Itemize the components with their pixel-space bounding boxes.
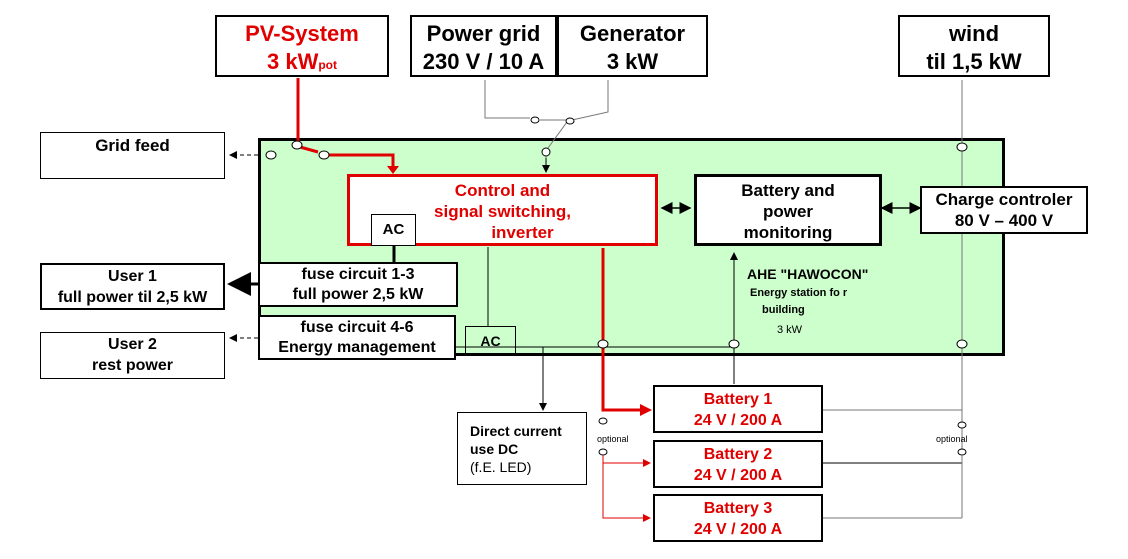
battery-2-box: Battery 2 24 V / 200 A — [653, 440, 823, 488]
station-desc1: Energy station fo r — [750, 287, 848, 299]
ac-inverter-bottom: AC — [465, 326, 516, 356]
grid-feed-box: Grid feed — [40, 132, 225, 179]
pv-title: PV-System — [245, 21, 359, 46]
pv-subscript: pot — [318, 58, 337, 72]
monitor-line3: monitoring — [743, 223, 833, 242]
station-desc2: building — [762, 304, 805, 316]
user1-title: User 1 — [108, 268, 157, 285]
battery2-spec: 24 V / 200 A — [693, 467, 783, 484]
battery3-spec: 24 V / 200 A — [693, 521, 783, 538]
battery3-name: Battery 3 — [703, 500, 773, 517]
power-grid-box: Power grid 230 V / 10 A — [410, 15, 557, 77]
pv-system-box: PV-System 3 kWpot — [215, 15, 389, 77]
dc-line2: use DC — [470, 441, 519, 457]
fuse2-title: fuse circuit 4-6 — [300, 319, 414, 336]
generator-box: Generator 3 kW — [557, 15, 708, 77]
battery-1-box: Battery 1 24 V / 200 A — [653, 385, 823, 433]
grid-title: Power grid — [426, 21, 541, 46]
dc-line3: (f.E. LED) — [470, 459, 532, 475]
fuse-circuit-1-box: fuse circuit 1-3 full power 2,5 kW — [258, 262, 458, 307]
fuse2-spec: Energy management — [278, 339, 436, 356]
control-line2: signal switching, — [434, 202, 571, 221]
monitor-line1: Battery and — [741, 181, 835, 200]
user-1-box: User 1 full power til 2,5 kW — [40, 263, 225, 310]
fuse1-spec: full power 2,5 kW — [292, 286, 424, 303]
battery-3-box: Battery 3 24 V / 200 A — [653, 494, 823, 542]
charge-title: Charge controler — [935, 190, 1073, 209]
monitor-line2: power — [762, 202, 814, 221]
ac-inverter-top: AC — [371, 214, 416, 246]
pv-power: 3 kW — [266, 49, 319, 74]
battery1-name: Battery 1 — [703, 391, 773, 408]
wind-spec: til 1,5 kW — [926, 49, 1022, 74]
optional-label-right: optional — [936, 434, 968, 444]
battery-monitoring-box: Battery and power monitoring — [694, 174, 882, 246]
dc-line1: Direct current — [470, 423, 562, 439]
user1-spec: full power til 2,5 kW — [57, 289, 208, 306]
control-line3: inverter — [491, 223, 554, 242]
wind-box: wind til 1,5 kW — [898, 15, 1050, 77]
optional-label-left: optional — [597, 434, 629, 444]
control-line1: Control and — [454, 181, 551, 200]
wind-title: wind — [948, 21, 1000, 46]
generator-title: Generator — [579, 21, 686, 46]
charge-controller-box: Charge controler 80 V – 400 V — [920, 186, 1088, 234]
generator-spec: 3 kW — [606, 49, 659, 74]
fuse1-title: fuse circuit 1-3 — [301, 266, 415, 283]
fuse-circuit-2-box: fuse circuit 4-6 Energy management — [258, 315, 456, 360]
user2-spec: rest power — [92, 357, 173, 374]
user-2-box: User 2 rest power — [40, 332, 225, 379]
dc-use-box: Direct current use DC (f.E. LED) — [457, 412, 587, 485]
station-power: 3 kW — [777, 324, 803, 336]
charge-spec: 80 V – 400 V — [954, 211, 1054, 230]
battery2-name: Battery 2 — [703, 446, 773, 463]
user2-title: User 2 — [108, 336, 157, 353]
battery1-spec: 24 V / 200 A — [693, 412, 783, 429]
station-name: AHE "HAWOCON" — [747, 266, 869, 282]
grid-feed-label: Grid feed — [95, 136, 170, 155]
grid-spec: 230 V / 10 A — [422, 49, 545, 74]
